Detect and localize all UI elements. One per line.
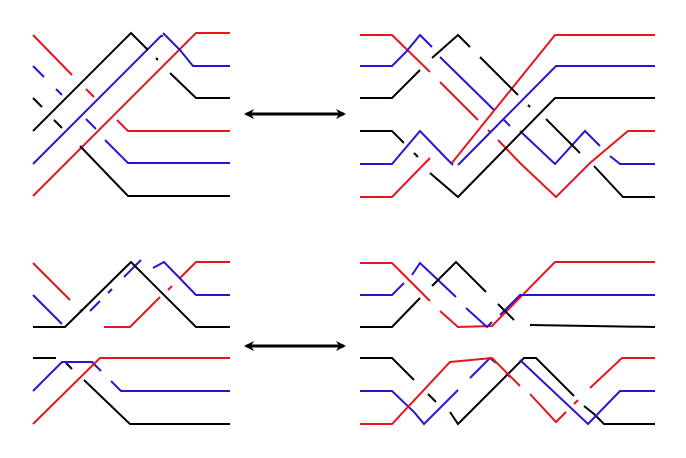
bl-black-1	[33, 260, 230, 328]
bl-black-2b	[65, 362, 73, 370]
strand-black-2	[32, 31, 149, 132]
br-black-1d	[529, 324, 656, 328]
tr-black-4b	[593, 165, 655, 198]
br-black-2c	[449, 357, 575, 426]
tr-red-2	[450, 34, 655, 165]
br-black-1c	[497, 303, 515, 321]
br-blue-1	[360, 282, 405, 296]
strand-red-2	[32, 32, 230, 197]
tr-blue-3	[360, 129, 454, 166]
br-black-1	[360, 297, 421, 328]
bl-blue-1b	[89, 300, 101, 312]
tr-red-4	[497, 130, 655, 199]
bl-red-1	[32, 262, 71, 301]
br-red-1	[360, 262, 431, 302]
strand-red-1b	[85, 88, 95, 98]
strand-black-1b	[53, 119, 63, 129]
strand-red-1	[32, 34, 73, 76]
strand-blue-1	[32, 65, 45, 78]
tr-blue-2	[457, 65, 655, 166]
br-blue-2	[360, 389, 459, 426]
br-black-2b	[427, 393, 437, 403]
tr-black-3	[360, 130, 405, 144]
bl-blue-1	[32, 294, 63, 325]
strand-blue-2	[32, 35, 163, 165]
panel-top-right	[360, 33, 655, 199]
br-red-1b	[439, 261, 655, 329]
strand-red-1c	[116, 119, 230, 132]
bl-red-1d	[167, 285, 173, 291]
tr-red-1b	[439, 81, 479, 121]
strand-black-2b	[155, 57, 159, 61]
br-red-2	[360, 356, 521, 425]
tr-black-2	[429, 97, 655, 199]
strand-blue-1b	[55, 88, 63, 96]
tr-black-1	[360, 69, 421, 99]
br-blue-2d	[519, 359, 655, 426]
br-blue-1c	[465, 307, 493, 329]
br-blue-2b	[469, 356, 497, 379]
strand-blue-2b	[162, 32, 230, 67]
tr-black-1d	[527, 104, 531, 108]
br-black-2	[360, 357, 415, 381]
bl-blue-1e	[152, 260, 230, 296]
strand-blue-1c	[85, 118, 97, 130]
bl-red-2	[32, 357, 230, 425]
br-blue-1b	[411, 261, 457, 298]
panel-bottom-right	[360, 260, 656, 426]
panel-top-left	[32, 31, 230, 197]
tr-black-1b	[431, 33, 471, 59]
bl-blue-1d	[123, 259, 142, 278]
strand-black-1c	[79, 145, 230, 197]
panel-bottom-left	[32, 259, 230, 425]
bl-red-1e	[179, 261, 230, 279]
br-red-2d	[589, 357, 655, 389]
tr-blue-4b	[609, 155, 655, 165]
tr-blue-1c	[503, 119, 511, 127]
strand-blue-1d	[104, 139, 230, 164]
tr-blue-1	[360, 33, 433, 67]
bl-blue-2b	[110, 380, 230, 392]
tr-black-4	[545, 118, 581, 154]
strand-black-1	[32, 97, 43, 108]
br-blue-1d	[499, 294, 655, 316]
bl-blue-2	[32, 361, 102, 392]
tr-red-1	[360, 34, 431, 73]
bl-red-1c	[104, 296, 161, 328]
tr-black-3b	[413, 152, 419, 158]
tr-red-3	[360, 157, 431, 198]
br-black-2d	[583, 405, 655, 425]
bl-black-2c	[83, 379, 230, 425]
bl-blue-1c	[107, 288, 113, 294]
tr-blue-1b	[439, 56, 495, 111]
strand-black-2c	[169, 72, 230, 99]
br-black-1b	[431, 260, 487, 293]
br-red-2c	[573, 399, 579, 405]
br-red-2b	[529, 393, 567, 424]
tr-blue-4	[519, 129, 601, 166]
tr-black-1c	[479, 56, 519, 96]
